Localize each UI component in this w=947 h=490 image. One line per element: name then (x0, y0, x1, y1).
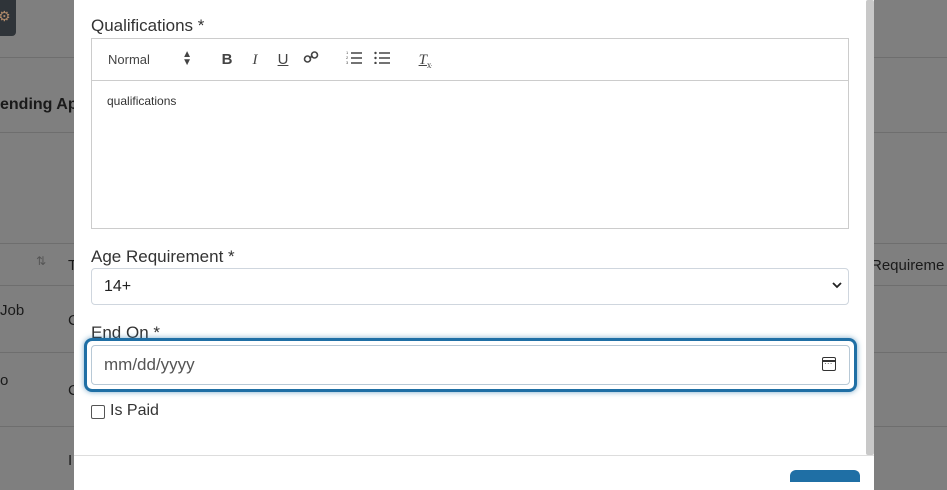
table-cell: o (0, 372, 9, 389)
gear-icon: ⚙ (0, 8, 11, 24)
age-requirement-select[interactable]: 14+ (91, 268, 849, 305)
qualifications-label: Qualifications * (91, 16, 205, 35)
table-cell: I (68, 452, 73, 469)
date-placeholder: mm/dd/yyyy (104, 355, 195, 374)
svg-text:2: 2 (346, 55, 349, 60)
end-on-label: End On * (91, 323, 160, 342)
sort-icon[interactable]: ⇅ (36, 254, 47, 268)
table-cell: C (68, 312, 79, 329)
column-header: Requireme (871, 257, 945, 274)
editor-text: qualifications (107, 94, 177, 108)
focus-ring (84, 338, 857, 392)
link-icon[interactable] (300, 49, 322, 71)
page-heading: ending Ap (0, 96, 78, 113)
age-requirement-label: Age Requirement * (91, 247, 235, 266)
clear-format-icon[interactable]: Tx (418, 52, 432, 70)
table-cell: C (68, 382, 79, 399)
end-on-date-input[interactable]: mm/dd/yyyy (91, 345, 850, 385)
modal-dialog (74, 0, 874, 490)
chevron-down-icon (832, 278, 842, 292)
svg-text:3: 3 (346, 60, 349, 64)
updown-icon: ▲▼ (182, 49, 192, 68)
format-select-value: Normal (108, 52, 150, 67)
calendar-icon[interactable] (822, 357, 836, 371)
bullet-list-icon[interactable] (371, 49, 393, 71)
submit-button[interactable] (790, 470, 860, 482)
format-select[interactable]: Normal ▲▼ (108, 49, 192, 68)
table-cell: Job (0, 302, 25, 319)
modal-footer-divider (74, 455, 874, 456)
bold-icon[interactable]: B (221, 51, 233, 68)
settings-button[interactable]: ⚙ (0, 0, 16, 36)
italic-icon[interactable]: I (252, 52, 258, 68)
svg-text:1: 1 (346, 50, 349, 55)
is-paid-label: Is Paid (110, 402, 159, 419)
column-header: T (68, 257, 78, 274)
underline-icon[interactable]: U (277, 51, 289, 68)
editor-content[interactable]: qualifications (92, 81, 848, 121)
is-paid-checkbox[interactable] (91, 405, 105, 419)
age-requirement-value: 14+ (104, 278, 132, 295)
modal-scrollbar[interactable] (866, 0, 874, 455)
